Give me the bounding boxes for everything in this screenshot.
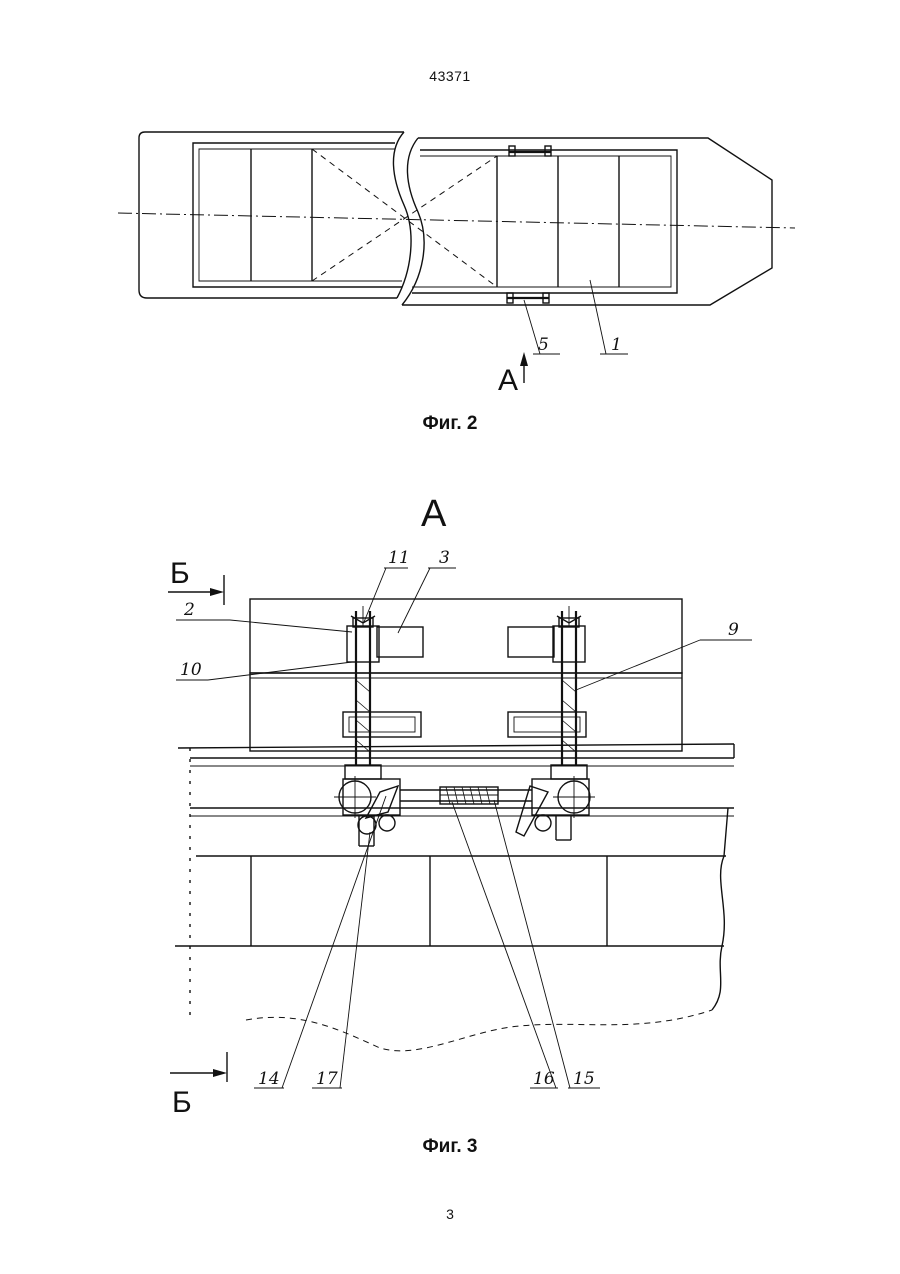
label-part-3: 3 [439,548,450,568]
label-part-1: 1 [611,335,622,355]
section-marker-bottom: Б [172,1086,192,1119]
view-arrow-icon [520,352,528,366]
label-part-2: 2 [183,600,195,620]
label-part-5: 5 [538,335,549,355]
label-part-15: 15 [573,1069,595,1089]
label-part-9: 9 [728,620,739,640]
page-number: 3 [0,1206,900,1222]
figure-3-caption: Фиг. 3 [0,1136,900,1158]
figure-2-caption: Фиг. 2 [0,413,900,435]
section-arrow-bottom-icon [213,1069,227,1077]
label-part-10: 10 [180,660,202,680]
label-part-14: 14 [258,1069,280,1089]
section-arrow-top-icon [210,588,224,596]
view-marker-a: А [498,364,518,397]
section-marker-top: Б [170,557,190,590]
label-part-17: 17 [316,1069,338,1089]
figure-3-drawing [168,568,752,1088]
view-title-a: А [421,493,447,535]
label-part-11: 11 [388,548,410,568]
label-part-16: 16 [533,1069,555,1089]
figure-2-drawing [118,132,795,383]
